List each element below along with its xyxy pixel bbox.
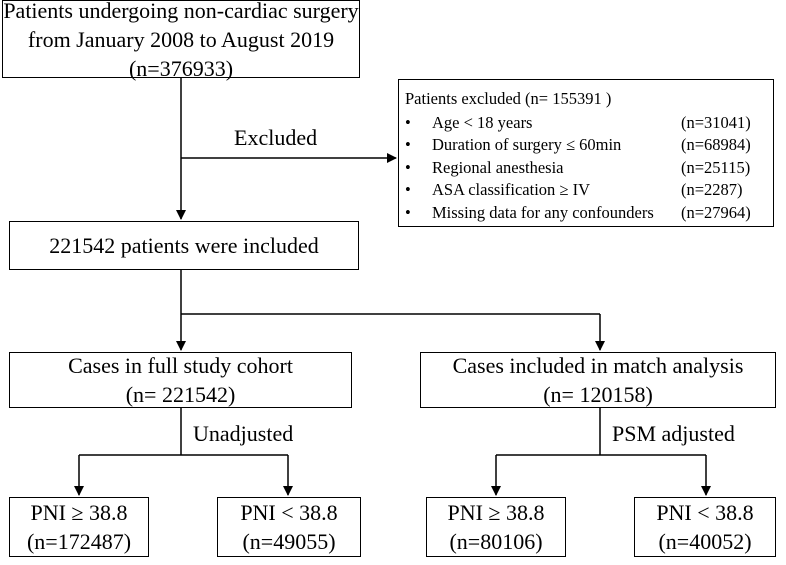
- unadjusted-label: Unadjusted: [193, 421, 294, 446]
- bullet: •: [405, 157, 411, 177]
- box-match-analysis: Cases included in match analysis (n= 120…: [420, 352, 776, 408]
- bullet: •: [405, 135, 411, 154]
- full-cohort-line1: Cases in full study cohort: [68, 353, 293, 378]
- excluded-item: • Duration of surgery ≤ 60min (n=68984): [405, 134, 765, 157]
- excluded-item: • Age < 18 years (n=31041): [405, 112, 765, 135]
- exclusion-reason: Age < 18 years: [432, 112, 533, 132]
- all-patients-line1: Patients undergoing non-cardiac surgery: [3, 0, 359, 23]
- exclusion-reason: ASA classification ≥ IV: [432, 180, 590, 199]
- pni-low-matched-line1: PNI < 38.8: [656, 500, 754, 525]
- bullet: •: [405, 112, 411, 132]
- excluded-item: • Regional anesthesia (n=25115): [405, 157, 765, 180]
- excluded-item: • ASA classification ≥ IV (n=2287): [405, 179, 765, 202]
- exclusion-reason: Duration of surgery ≤ 60min: [432, 135, 622, 154]
- excluded-item: • Missing data for any confounders (n=2796…: [405, 202, 765, 225]
- full-cohort-line2: (n= 221542): [125, 382, 236, 407]
- exclusion-count: (n=68984): [681, 135, 751, 154]
- pni-high-full-line2: (n=172487): [26, 529, 132, 554]
- excluded-title: Patients excluded (n= 155391 ): [405, 89, 612, 108]
- match-line1: Cases included in match analysis: [452, 353, 744, 378]
- exclusion-count: (n=27964): [681, 202, 751, 222]
- exclusion-reason: Missing data for any confounders: [432, 202, 654, 222]
- box-pni-high-full: PNI ≥ 38.8 (n=172487): [9, 497, 149, 557]
- exclusion-count: (n=31041): [681, 112, 751, 132]
- box-full-cohort: Cases in full study cohort (n= 221542): [9, 352, 352, 408]
- pni-low-full-line1: PNI < 38.8: [240, 500, 338, 525]
- box-all-patients: Patients undergoing non-cardiac surgery …: [2, 0, 360, 81]
- bullet: •: [405, 202, 411, 222]
- box-pni-low-full: PNI < 38.8 (n=49055): [217, 497, 361, 557]
- box-pni-low-matched: PNI < 38.8 (n=40052): [634, 497, 776, 557]
- box-excluded: Patients excluded (n= 155391 ) • Age < 18…: [398, 79, 774, 227]
- psm-adjusted-label: PSM adjusted: [612, 421, 735, 446]
- excluded-label: Excluded: [234, 125, 318, 150]
- all-patients-line3: (n=376933): [128, 55, 234, 81]
- box-included: 221542 patients were included: [9, 221, 359, 270]
- pni-low-matched-line2: (n=40052): [658, 529, 752, 554]
- pni-high-matched-line2: (n=80106): [449, 529, 543, 554]
- all-patients-line2: from January 2008 to August 2019: [27, 26, 335, 52]
- exclusion-reason: Regional anesthesia: [432, 157, 564, 177]
- bullet: •: [405, 180, 411, 199]
- pni-high-matched-line1: PNI ≥ 38.8: [447, 500, 545, 525]
- match-line2: (n= 120158): [543, 382, 653, 407]
- excluded-list: • Age < 18 years (n=31041) • Duration of su…: [405, 112, 765, 225]
- pni-low-full-line2: (n=49055): [242, 529, 336, 554]
- included-text: 221542 patients were included: [49, 233, 319, 258]
- exclusion-count: (n=25115): [681, 157, 751, 177]
- box-pni-high-matched: PNI ≥ 38.8 (n=80106): [426, 497, 566, 557]
- exclusion-count: (n=2287): [681, 180, 743, 199]
- pni-high-full-line1: PNI ≥ 38.8: [30, 500, 128, 525]
